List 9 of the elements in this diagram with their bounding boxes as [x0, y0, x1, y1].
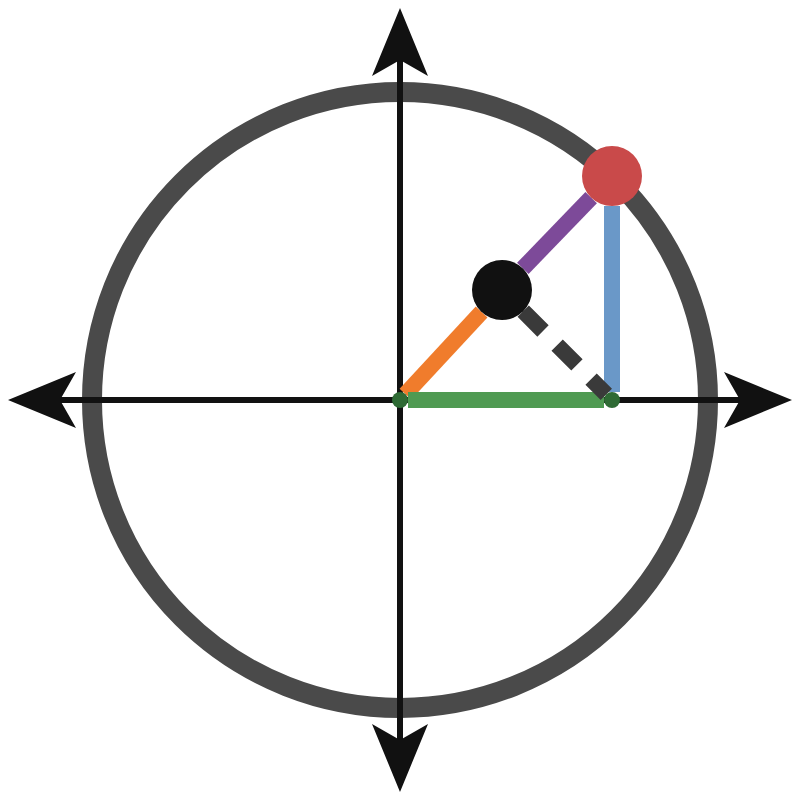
line-segment [604, 206, 620, 392]
line-segment [399, 306, 488, 400]
line-segment [517, 305, 612, 400]
dot [582, 146, 642, 206]
line-segment [517, 192, 597, 274]
point-dot [392, 392, 408, 408]
line-segment [408, 392, 604, 408]
dot [472, 260, 532, 320]
point-dot [604, 392, 620, 408]
